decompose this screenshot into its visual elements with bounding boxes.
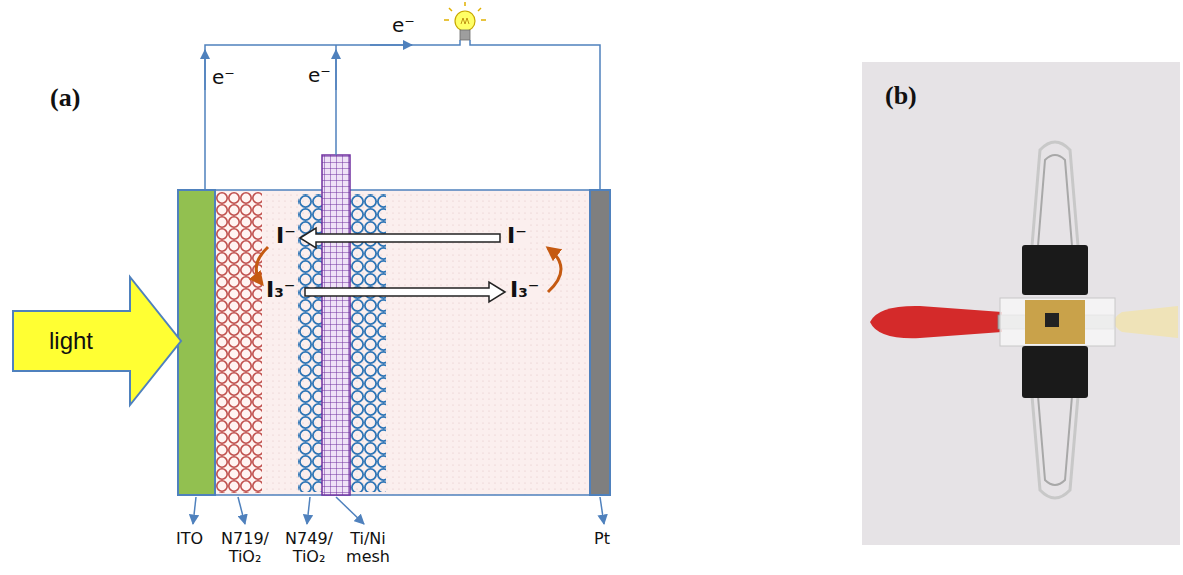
arrow-outline bbox=[12, 276, 182, 406]
ion-label: I₃⁻ bbox=[266, 278, 295, 302]
lamp-symbol bbox=[444, 2, 486, 45]
external-wire bbox=[205, 45, 600, 190]
electron-label: e⁻ bbox=[212, 66, 235, 88]
electron-label: e⁻ bbox=[308, 64, 331, 86]
arrow-label: light bbox=[49, 327, 93, 355]
part-label: ITO bbox=[176, 530, 203, 548]
panel-label: (a) bbox=[50, 84, 80, 113]
electron-label: e⁻ bbox=[392, 14, 415, 36]
redox-arrow bbox=[548, 248, 561, 292]
part-label: N749/ TiO₂ bbox=[280, 530, 338, 565]
leader-arrow bbox=[193, 497, 604, 524]
pt-electrode bbox=[590, 190, 610, 495]
ion-label: I⁻ bbox=[507, 224, 527, 248]
light-arrow: light bbox=[12, 276, 182, 406]
panel-label: (b) bbox=[885, 82, 917, 111]
mesh-electrode bbox=[322, 155, 350, 495]
ion-label: I₃⁻ bbox=[510, 278, 539, 302]
n719-layer bbox=[215, 192, 262, 493]
part-label: Pt bbox=[594, 530, 610, 548]
ion-flow-arrow bbox=[300, 228, 500, 248]
part-label: N719/ TiO₂ bbox=[216, 530, 274, 565]
ion-flow-arrow bbox=[305, 282, 505, 302]
electrolyte bbox=[215, 190, 590, 495]
device-photo bbox=[862, 62, 1180, 545]
part-label: Ti/Ni mesh bbox=[342, 530, 394, 565]
ito-electrode bbox=[178, 190, 215, 495]
ion-label: I⁻ bbox=[276, 224, 296, 248]
arrow-shape bbox=[13, 277, 181, 405]
